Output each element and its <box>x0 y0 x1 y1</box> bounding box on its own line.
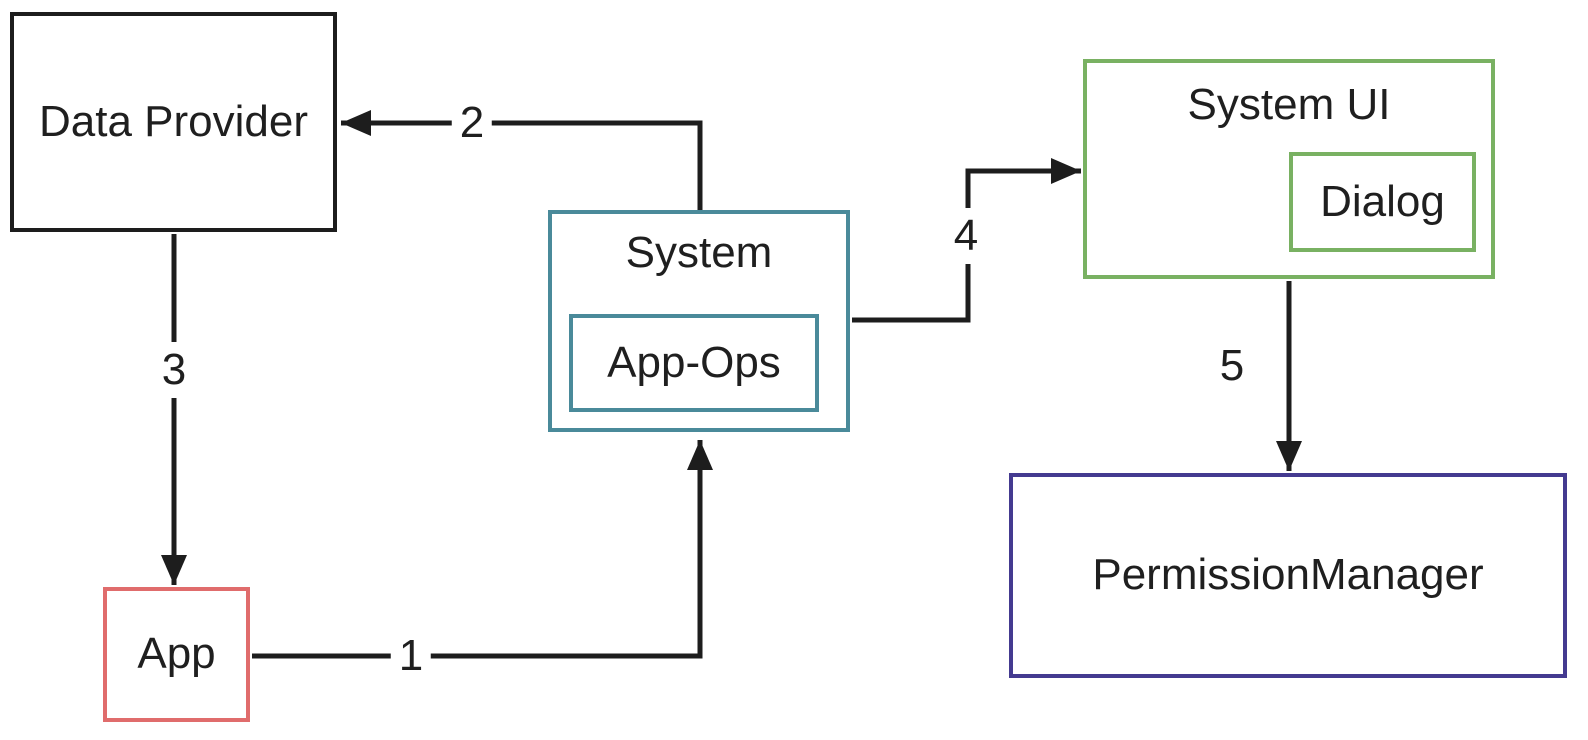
app-ops-label: App-Ops <box>607 337 781 387</box>
system-ui-node: System UI Dialog <box>1083 59 1495 279</box>
data-provider-label: Data Provider <box>38 96 308 146</box>
permission-manager-label: PermissionManager <box>1092 550 1484 600</box>
edge-4-label: 4 <box>950 208 982 264</box>
system-label: System <box>625 228 773 277</box>
edge-5-label: 5 <box>1219 341 1245 390</box>
system-ui-label: System UI <box>1187 80 1391 129</box>
edge-3-label: 3 <box>158 342 190 398</box>
edge-1-label: 1 <box>390 632 432 680</box>
permission-manager-node: PermissionManager <box>1009 473 1567 678</box>
system-node: System App-Ops <box>548 210 850 432</box>
app-node: App <box>103 587 250 722</box>
dialog-label: Dialog <box>1320 176 1445 226</box>
dialog-node: Dialog <box>1289 152 1476 252</box>
edge-2-arrow <box>341 110 703 212</box>
edge-1-arrow <box>252 440 713 659</box>
data-provider-node: Data Provider <box>10 12 337 232</box>
app-ops-node: App-Ops <box>569 314 819 412</box>
app-label: App <box>137 629 216 679</box>
edge-2-label: 2 <box>451 99 493 147</box>
